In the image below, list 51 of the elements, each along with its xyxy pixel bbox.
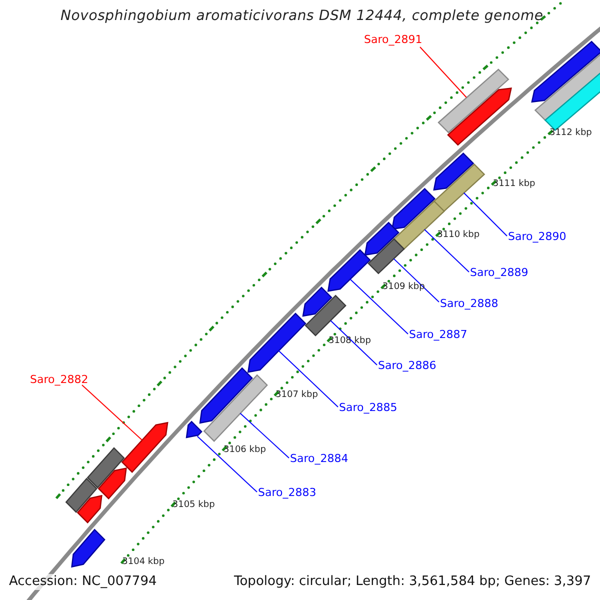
gene-label: Saro_2884 — [290, 452, 348, 465]
gene-label: Saro_2882 — [30, 373, 88, 386]
leader-line — [350, 278, 408, 334]
gene-feature — [368, 238, 405, 274]
gene-feature — [438, 68, 510, 134]
scale-label: 3112 kbp — [549, 127, 592, 140]
gene-feature — [71, 528, 106, 568]
map-title: Novosphingobium aromaticivorans DSM 12444, complete genome — [60, 10, 544, 23]
leader-line — [82, 384, 143, 441]
gene-feature — [65, 478, 98, 513]
gene-feature — [121, 422, 168, 473]
gene-label: Saro_2883 — [258, 486, 316, 499]
scale-label: 3111 kbp — [492, 178, 536, 191]
scale-label: 3109 kbp — [382, 281, 425, 294]
gene-label: Saro_2887 — [409, 328, 468, 341]
gene-label: Saro_2888 — [440, 297, 498, 310]
gene-feature — [203, 374, 268, 442]
gene-feature — [86, 447, 125, 488]
gene-feature — [447, 88, 512, 146]
leader-line — [463, 192, 508, 236]
gene-feature — [534, 52, 600, 122]
gene-label: Saro_2890 — [508, 230, 566, 243]
accession-text: Accession: NC_007794 — [9, 574, 157, 590]
gene-label: Saro_2889 — [470, 266, 528, 279]
gene-feature — [247, 312, 306, 373]
leader-line — [278, 350, 338, 408]
leader-line — [420, 46, 467, 98]
gene-feature — [76, 494, 102, 524]
gene-feature — [432, 163, 486, 214]
gene-feature — [433, 152, 474, 191]
gene-label: Saro_2886 — [378, 359, 436, 372]
scale-label: 3107 kbp — [276, 388, 318, 402]
leader-line — [424, 229, 470, 272]
scale-label: 3106 kbp — [224, 444, 266, 456]
scale-label: 3110 kbp — [437, 229, 480, 242]
leader-line — [330, 320, 378, 366]
gene-feature — [364, 222, 400, 256]
gene-feature — [327, 249, 371, 292]
genome-stats-text: Topology: circular; Length: 3,561,584 bp; Genes: 3,397 — [234, 574, 592, 590]
leader-line — [196, 436, 258, 492]
gene-label: Saro_2891 — [364, 33, 422, 46]
gene-feature — [98, 467, 127, 500]
gene-feature — [391, 188, 436, 230]
gene-feature — [531, 40, 600, 103]
gene-feature — [302, 286, 332, 317]
gene-label: Saro_2885 — [339, 401, 398, 414]
gene-feature — [199, 367, 253, 424]
scale-label: 3105 kbp — [172, 499, 215, 512]
scale-label: 3108 kbp — [328, 334, 371, 348]
scale-label: 3104 kbp — [122, 556, 165, 570]
gene-feature — [304, 294, 346, 336]
